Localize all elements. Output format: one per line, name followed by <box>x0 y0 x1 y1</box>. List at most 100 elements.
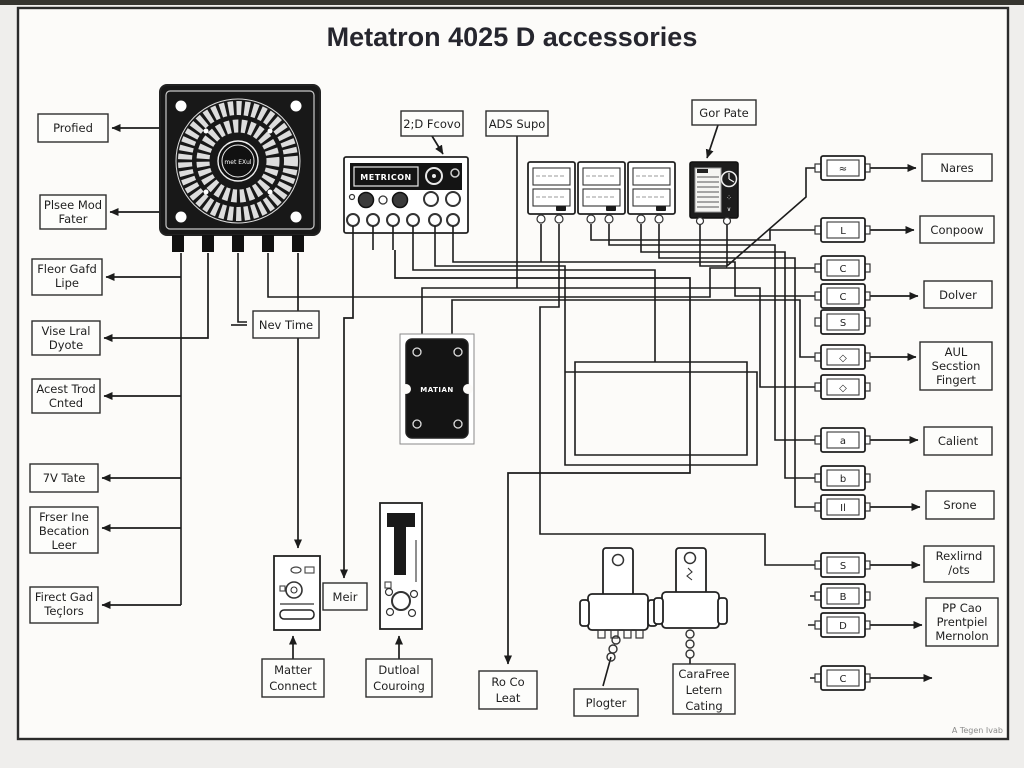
svg-text:Conpoow: Conpoow <box>930 223 983 237</box>
matter-connect-device <box>273 555 321 631</box>
callout-fcovo: 2;D Fcovo <box>400 110 464 137</box>
svg-text:Rexlirnd: Rexlirnd <box>936 549 983 563</box>
svg-text:◇: ◇ <box>839 353 847 364</box>
svg-text:Nares: Nares <box>940 161 973 175</box>
svg-text:Lipe: Lipe <box>55 276 79 290</box>
connector-module: S <box>814 309 871 335</box>
callout-ads: ADS Supo <box>485 110 549 137</box>
callout-meir: Meir <box>322 582 368 611</box>
connector-module: b <box>814 465 871 491</box>
svg-text:Connect: Connect <box>269 679 317 693</box>
svg-text:Dolver: Dolver <box>939 288 977 302</box>
svg-text:◇: ◇ <box>839 383 847 394</box>
svg-text:Srone: Srone <box>943 498 976 512</box>
connector-module: D <box>814 612 871 638</box>
page-title: Metatron 4025 D accessories <box>327 22 698 52</box>
svg-text:2;D Fcovo: 2;D Fcovo <box>403 117 461 131</box>
svg-text:Couroing: Couroing <box>373 679 425 693</box>
connector-module: C <box>814 665 871 691</box>
svg-text:Cating: Cating <box>685 699 722 713</box>
control-unit-label: METRICON <box>360 173 411 182</box>
dual-slot-box <box>627 161 676 224</box>
svg-text:Frser Ine: Frser Ine <box>39 510 89 524</box>
turntable-pins <box>172 235 304 252</box>
svg-text:Matter: Matter <box>274 663 312 677</box>
svg-text:C: C <box>840 292 847 303</box>
dual-slot-box <box>577 161 626 224</box>
svg-text:≈: ≈ <box>839 164 847 175</box>
arrow-wires <box>101 124 933 682</box>
svg-text:Profied: Profied <box>53 121 93 135</box>
callout-pv: 7V Tate <box>29 463 99 493</box>
callout-srone: Srone <box>925 490 995 520</box>
svg-text:Vise Lral: Vise Lral <box>42 324 91 338</box>
svg-text:Cnted: Cnted <box>49 396 83 410</box>
connector-module: ≈ <box>814 155 871 181</box>
svg-text:Letern: Letern <box>686 683 723 697</box>
wiring <box>180 136 818 687</box>
svg-text:Acest Trod: Acest Trod <box>36 382 95 396</box>
arrow-gorpate <box>705 124 719 159</box>
svg-text:Dutloal: Dutloal <box>378 663 419 677</box>
svg-text:Meir: Meir <box>333 590 358 604</box>
callout-conpoow: Conpoow <box>919 215 995 244</box>
callout-profied: Profied <box>37 113 109 143</box>
connector-module: ◇ <box>814 344 871 370</box>
callout-nevtime: Nev Time <box>252 310 320 339</box>
connector-module: C <box>814 283 871 309</box>
relay-device: MATIAN <box>399 333 475 445</box>
svg-text:Plogter: Plogter <box>586 696 627 710</box>
callout-dolver: Dolver <box>923 280 993 309</box>
svg-text:Teçlors: Teçlors <box>43 604 83 618</box>
arrow-vise <box>103 253 209 342</box>
dual-slot-box <box>527 161 576 224</box>
footnote-text: A Tegen Ivab <box>952 726 1003 735</box>
callout-rexlirnd: Rexlirnd/ots <box>923 545 995 583</box>
svg-text:Leat: Leat <box>496 691 521 705</box>
svg-text:a: a <box>840 436 846 447</box>
callout-calient: Calient <box>923 426 993 456</box>
svg-text:b: b <box>840 474 846 485</box>
turntable-device: met EXul <box>159 84 321 252</box>
svg-text:Fleor Gafd: Fleor Gafd <box>37 262 97 276</box>
svg-text:Firect Gad: Firect Gad <box>35 590 93 604</box>
scan-edge <box>0 0 1024 5</box>
callout-nares: Nares <box>921 153 993 182</box>
svg-text:Calient: Calient <box>938 434 979 448</box>
connector-module: S <box>814 552 871 578</box>
svg-text:Prentpiel: Prentpiel <box>937 615 988 629</box>
connector-module: L <box>814 217 871 243</box>
svg-text:Gor Pate: Gor Pate <box>699 106 748 120</box>
svg-text:C: C <box>840 264 847 275</box>
svg-text:⁘: ⁘ <box>726 194 732 202</box>
control-unit-sockets <box>346 213 460 250</box>
svg-text:AUL: AUL <box>945 345 968 359</box>
svg-text:PP Cao: PP Cao <box>942 601 982 615</box>
connector-module: ◇ <box>814 374 871 400</box>
svg-text:Plsee Mod: Plsee Mod <box>44 198 102 212</box>
relay-label: MATIAN <box>420 386 454 394</box>
svg-text:Fater: Fater <box>59 212 88 226</box>
svg-text:Leer: Leer <box>51 538 76 552</box>
connector-module: Il <box>814 494 871 520</box>
svg-text:Dyote: Dyote <box>49 338 83 352</box>
svg-text:/ots: /ots <box>948 563 969 577</box>
svg-text:Secstion: Secstion <box>932 359 981 373</box>
svg-text:Il: Il <box>840 503 846 514</box>
probe-carafree <box>653 547 728 659</box>
svg-text:Nev Time: Nev Time <box>259 318 313 332</box>
arrow-roco <box>394 250 691 665</box>
svg-text:∨: ∨ <box>727 206 731 213</box>
svg-text:S: S <box>840 318 846 329</box>
